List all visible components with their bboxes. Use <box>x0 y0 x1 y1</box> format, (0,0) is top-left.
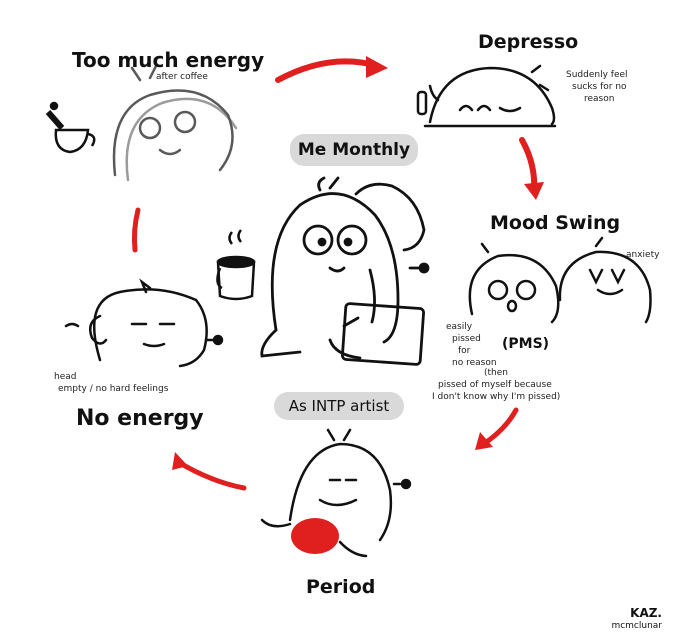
stage-title-mood-swing: Mood Swing <box>490 212 621 234</box>
note-mood-4: no reason <box>452 358 497 368</box>
period-creature <box>260 428 412 558</box>
note-depresso-2: sucks for no <box>572 82 627 92</box>
note-mood-5: (then <box>484 368 508 378</box>
stage-title-no-energy: No energy <box>76 406 204 431</box>
arrow-mood-to-period <box>479 407 519 448</box>
main-creature <box>260 176 430 366</box>
center-title-pill: Me Monthly <box>290 134 418 166</box>
signature-name: KAZ. <box>630 606 662 620</box>
signature-handle: mcmclunar <box>611 621 662 631</box>
note-mood-7: I don't know why I'm pissed) <box>432 392 561 402</box>
note-mood-6: pissed of myself because <box>438 380 552 390</box>
center-subtitle-pill: As INTP artist <box>274 392 404 420</box>
note-mood-3: for <box>458 346 471 356</box>
note-mood-1: easily <box>446 322 473 332</box>
coffee-mug-icon <box>216 229 256 301</box>
energetic-creature <box>112 64 238 182</box>
depressed-creature <box>416 64 557 128</box>
mood-swing-creatures <box>468 236 652 324</box>
tired-creature <box>64 278 224 368</box>
center-title: Me Monthly <box>297 140 411 160</box>
note-depresso-1: Suddenly feel <box>566 70 628 80</box>
note-no-energy-1: head <box>54 372 77 382</box>
coffee-pot-icon <box>45 101 96 154</box>
arrow-noenergy-to-energy <box>131 207 141 253</box>
stage-title-period: Period <box>306 576 376 598</box>
stage-title-too-much-energy: Too much energy <box>72 48 265 72</box>
note-mood-2: pissed <box>452 334 481 344</box>
stage-title-depresso: Depresso <box>478 31 579 53</box>
period-blob <box>291 518 339 554</box>
note-after-coffee: after coffee <box>156 72 208 82</box>
cycle-arrows <box>131 56 544 491</box>
center-subtitle: As INTP artist <box>288 397 390 415</box>
note-no-energy-2: empty / no hard feelings <box>58 384 169 394</box>
note-anxiety: anxiety <box>626 250 660 260</box>
pms-label: (PMS) <box>502 336 550 352</box>
arrow-energy-to-depresso <box>275 58 381 83</box>
note-depresso-3: reason <box>584 94 615 104</box>
